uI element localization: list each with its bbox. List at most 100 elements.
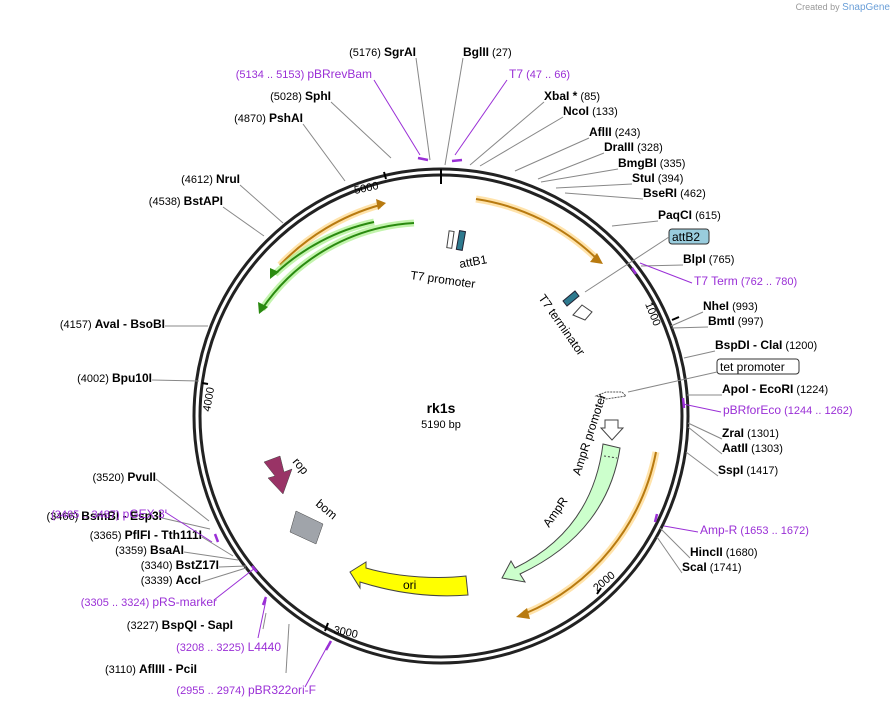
- enzyme-leader-zrai: [687, 422, 723, 440]
- enzyme-name: PvuII: [127, 470, 156, 484]
- rop-label: rop: [290, 455, 312, 478]
- t7-promoter-glyph: [446, 230, 455, 249]
- primer-range: (47 .. 66): [523, 69, 570, 81]
- enzyme-leader-sspi: [685, 451, 719, 477]
- enzyme-name: AflII: [589, 125, 612, 139]
- primer-label-pbrforeco: pBRforEco (1244 .. 1262): [723, 403, 853, 417]
- orf-top-left: [279, 204, 381, 266]
- enzyme-label-zrai: ZraI (1301): [722, 426, 779, 440]
- enzyme-label-bspdi-clai: BspDI - ClaI (1200): [715, 338, 817, 352]
- enzyme-label-sphi: (5028) SphI: [270, 89, 331, 103]
- enzyme-name: AvaI - BsoBI: [95, 317, 165, 331]
- enzyme-position: (3227): [127, 620, 162, 632]
- enzyme-label-nhei: NheI (993): [703, 299, 758, 313]
- enzyme-label-pvuii: (3520) PvuII: [92, 470, 156, 484]
- tick-label-4000: 4000: [201, 386, 217, 412]
- tet-promoter-glyph: [594, 391, 628, 400]
- primer-leader-t7-term: [639, 262, 693, 284]
- enzyme-name: NheI: [703, 299, 729, 313]
- enzyme-leader-pshai: [302, 123, 346, 182]
- orf-bottom-right-glow: [522, 451, 660, 618]
- enzyme-label-pshai: (4870) PshAI: [234, 111, 303, 125]
- enzyme-name: BsmBI - Esp3I: [81, 509, 162, 523]
- enzyme-label-draiii: DraIII (328): [604, 140, 663, 154]
- enzyme-label-bmgbi: BmgBI (335): [618, 156, 685, 170]
- enzyme-name: BspDI - ClaI: [715, 338, 782, 352]
- enzyme-position: (462): [677, 188, 706, 200]
- enzyme-label-pflfi-tth111i: (3365) PflFI - Tth111I: [90, 528, 202, 542]
- enzyme-label-bpu10i: (4002) Bpu10I: [77, 371, 152, 385]
- plasmid-name: rk1s: [427, 400, 456, 416]
- enzyme-leader-paqci: [611, 220, 659, 227]
- ori-arrow: [349, 561, 469, 597]
- ori-label: ori: [403, 578, 416, 592]
- enzyme-position: (85): [577, 91, 600, 103]
- enzyme-leader-bspdi-clai: [683, 350, 716, 359]
- primer-label-l4440: (3208 .. 3225) L4440: [176, 640, 281, 654]
- enzyme-name: DraIII: [604, 140, 634, 154]
- enzyme-position: (3520): [92, 472, 127, 484]
- attb1-glyph: [455, 230, 467, 251]
- primer-leader-prs-marker: [213, 567, 256, 601]
- enzyme-position: (3110): [105, 664, 139, 676]
- enzyme-leader-nhei: [670, 311, 704, 327]
- primer-leader-pbrrevbam: [373, 79, 421, 156]
- primer-range: (762 .. 780): [738, 276, 797, 288]
- primer-marker-t7-term: [630, 267, 638, 275]
- primer-marker-pgex-3: [213, 533, 220, 543]
- tick-mark-1000: [671, 316, 680, 321]
- enzyme-position: (243): [612, 127, 641, 139]
- primer-name: pBR322ori-F: [248, 683, 316, 697]
- enzyme-label-blpi: BlpI (765): [683, 252, 734, 266]
- enzyme-leader-bsmbi-esp3i: [161, 517, 211, 530]
- enzyme-leader-ncoi: [479, 116, 564, 167]
- tet-promoter-label: tet promoter: [720, 360, 785, 374]
- enzyme-leader-bsaai: [183, 551, 239, 561]
- enzyme-label-bsmbi-esp3i: (3466) BsmBI - Esp3I: [46, 509, 162, 523]
- primer-label-t7: T7 (47 .. 66): [509, 67, 570, 81]
- enzyme-position: (5028): [270, 91, 305, 103]
- enzyme-name: PaqCI: [658, 208, 692, 222]
- credit-brand: SnapGene: [842, 2, 890, 13]
- enzyme-leader-bglii: [444, 57, 464, 166]
- orf-top-left-head: [376, 199, 386, 210]
- enzyme-label-xbai: XbaI * (85): [544, 89, 600, 103]
- primer-range: (3465 .. 3487): [51, 509, 123, 521]
- primer-label-t7-term: T7 Term (762 .. 780): [694, 274, 797, 288]
- orf-green-1: [261, 222, 415, 310]
- enzyme-label-paqci: PaqCI (615): [658, 208, 721, 222]
- tick-mark-5000: [383, 171, 387, 180]
- enzyme-position: (765): [706, 254, 735, 266]
- orf-green-1-head: [258, 302, 268, 314]
- enzyme-position: (1417): [743, 465, 778, 477]
- enzyme-name: StuI: [632, 171, 655, 185]
- primer-leader-pbrforeco: [682, 403, 722, 413]
- enzyme-position: (4612): [181, 174, 216, 186]
- enzyme-label-sspi: SspI (1417): [718, 463, 778, 477]
- enzyme-label-scai: ScaI (1741): [682, 560, 742, 574]
- enzyme-position: (1224): [793, 384, 828, 396]
- enzyme-label-acci: (3339) AccI: [141, 573, 201, 587]
- enzyme-position: (1301): [744, 428, 779, 440]
- enzyme-leader-draiii: [537, 152, 605, 180]
- enzyme-name: SphI: [305, 89, 331, 103]
- primer-range: (3305 .. 3324): [81, 597, 153, 609]
- primer-label-amp-r: Amp-R (1653 .. 1672): [700, 523, 809, 537]
- primer-range: (5134 .. 5153): [236, 69, 308, 81]
- orf-top-right: [475, 198, 598, 260]
- enzyme-label-bspqi-sapi: (3227) BspQI - SapI: [127, 618, 233, 632]
- orf-bottom-right-head: [516, 608, 530, 619]
- enzyme-name: BstAPI: [184, 194, 223, 208]
- enzyme-leader-sgrai: [415, 57, 431, 161]
- enzyme-leader-aatii: [687, 426, 723, 455]
- credit-prefix: Created by: [795, 2, 840, 12]
- tick-mark-4000: [201, 382, 209, 385]
- primer-label-prs-marker: (3305 .. 3324) pRS-marker: [81, 595, 217, 609]
- t7-terminator-label: T7 terminator: [536, 292, 588, 358]
- enzyme-leader-bstapi: [222, 206, 265, 237]
- enzyme-leader-stui: [555, 183, 633, 189]
- enzyme-label-bstz17i: (3340) BstZ17I: [141, 558, 219, 572]
- enzyme-name: NcoI: [563, 104, 589, 118]
- enzyme-label-stui: StuI (394): [632, 171, 683, 185]
